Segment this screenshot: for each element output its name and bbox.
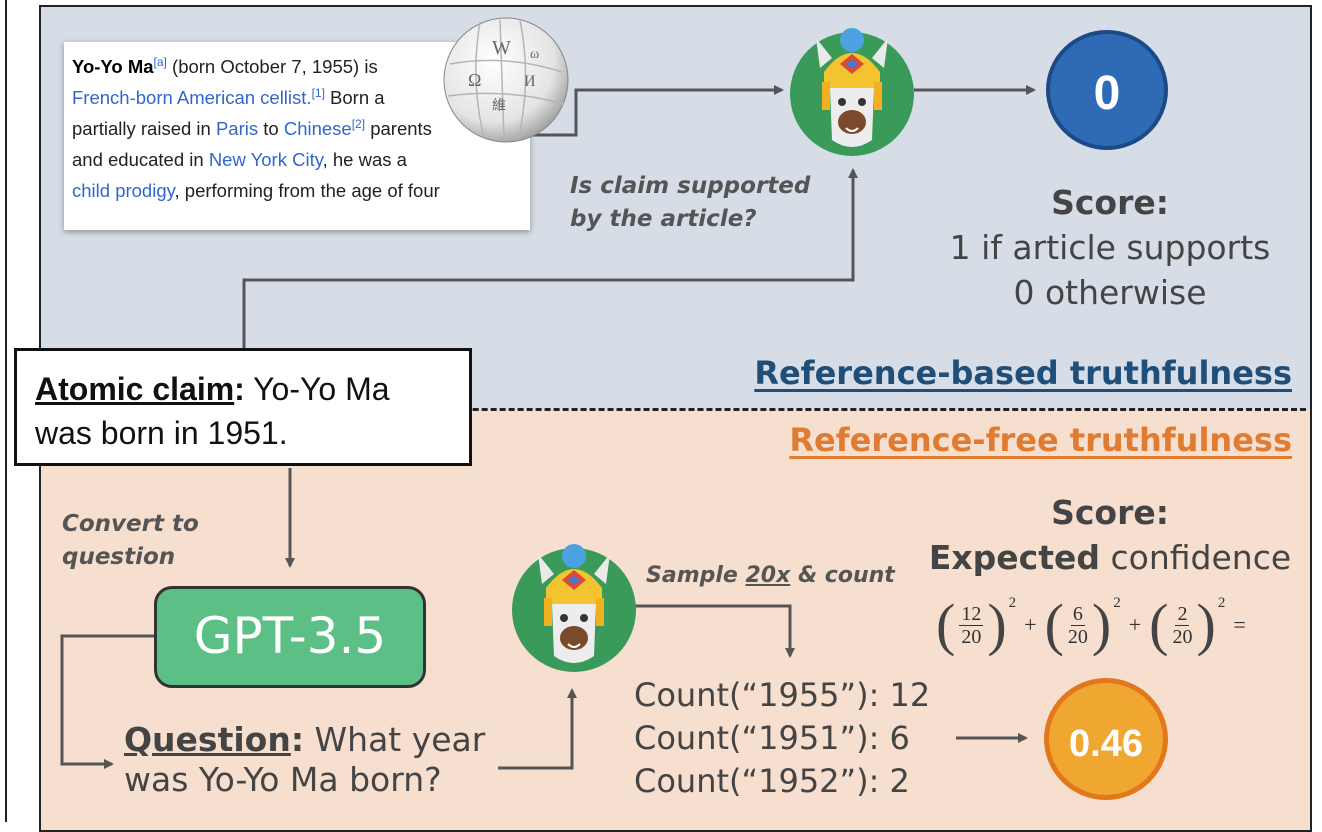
wiki-text: , performing from the age of four [174,180,440,201]
wiki-link-prodigy[interactable]: child prodigy [72,180,175,201]
wiki-text: , he was a [322,149,407,170]
convert-note: Convert to question [62,508,199,574]
gpt-model-box: GPT-3.5 [154,586,426,688]
score-rule-bottom: Score: Expected confidence [900,490,1320,580]
sample-text: & count [790,563,895,588]
note-line: Convert to [62,511,199,537]
support-question-note: Is claim supported by the article? [570,170,810,236]
svg-text:Ω: Ω [468,70,481,90]
wiki-text: and educated in [72,149,209,170]
count-item: Count(“1951”): 6 [634,719,910,757]
plus: + [1024,612,1037,637]
wiki-link-paris[interactable]: Paris [215,118,259,139]
claim-colon: : [234,371,245,407]
reference-free-title: Reference-free truthfulness [789,421,1292,459]
wiki-link-nyc[interactable]: New York City [208,149,323,170]
arrow-claim-to-llama [242,168,858,350]
paren: ( [1044,592,1064,657]
sample-text: Sample [646,563,746,588]
sample-note: Sample 20x & count [646,563,895,588]
score-label: Score: [1051,493,1169,532]
power: 2 [1113,594,1121,611]
svg-text:И: И [524,73,536,90]
note-line: by the article? [570,206,757,232]
count-item: Count(“1952”): 2 [634,762,910,800]
paren: ) [987,592,1007,657]
plus: + [1128,612,1142,637]
wiki-text: parents [365,118,432,139]
score-line: confidence [1100,538,1292,577]
wiki-link-cellist[interactable]: French-born American cellist. [72,87,312,108]
question-line: What year [304,720,486,759]
wikipedia-globe-icon: W Ω И 維 ω [443,17,569,143]
score-zero-circle: 0 [1046,30,1168,150]
svg-text:ω: ω [530,47,539,62]
wiki-footnote: [2] [351,116,366,131]
score-result-circle: 0.46 [1044,678,1168,800]
question-colon: : [290,720,305,759]
note-line: Is claim supported [570,173,811,199]
arrow-gpt-to-question [60,634,154,769]
svg-text:維: 維 [492,98,506,114]
wiki-text: Born a [324,87,385,108]
reference-based-title: Reference-based truthfulness [754,354,1292,392]
sample-count: 20x [745,563,791,588]
question-text: Question: What year was Yo-Yo Ma born? [124,720,485,800]
wiki-name: Yo-Yo Ma [72,56,154,77]
equals: = [1233,612,1246,637]
score-line: 1 if article supports [949,228,1271,267]
question-label: Question [124,720,291,759]
claim-label: Atomic claim [35,371,235,407]
dashed-divider [41,408,1306,411]
atomic-claim-box: Atomic claim: Yo-Yo Ma was born in 1951. [14,348,472,466]
score-label: Score: [1051,183,1169,222]
wiki-link-chinese[interactable]: Chinese [283,118,352,139]
paren: ( [1149,592,1169,657]
left-border-line [5,0,7,822]
wiki-text: partially raised in [72,118,216,139]
question-line: was Yo-Yo Ma born? [124,760,442,799]
wiki-text: to [258,118,284,139]
score-line: 0 otherwise [1013,273,1207,312]
paren: ) [1091,592,1112,657]
paren: ) [1196,592,1216,657]
paren: ( [936,592,956,657]
power: 2 [1217,594,1226,611]
wiki-footnote: [a] [153,54,167,69]
score-rule-top: Score: 1 if article supports 0 otherwise [900,180,1320,315]
wiki-footnote: [1] [311,85,325,100]
power: 2 [1008,594,1017,611]
svg-text:W: W [492,37,511,59]
wiki-text: (born October 7, 1955) is [166,56,378,77]
arrow-wiki-to-llama [532,85,784,137]
score-bold: Expected [928,538,1101,577]
claim-text: was born in 1951. [35,415,288,451]
arrow-question-to-llama [498,688,577,770]
arrow-llama-to-counts [624,604,795,658]
count-item: Count(“1955”): 12 [634,676,931,714]
note-line: question [62,544,176,570]
llama-icon [512,544,636,672]
claim-text: Yo-Yo Ma [244,371,390,407]
count-list: Count(“1955”): 12 Count(“1951”): 6 Count… [634,674,930,803]
llama-icon [790,28,914,156]
